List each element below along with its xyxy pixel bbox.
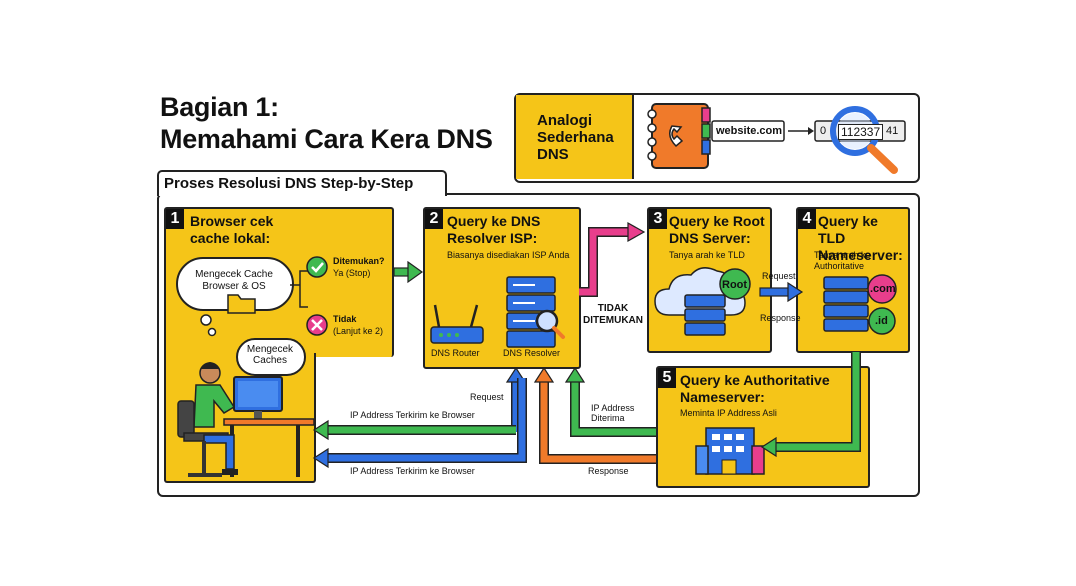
process-header-box [157,170,447,196]
step1-decor [177,256,328,477]
response-label: Response [760,313,801,323]
page-title: Bagian 1: Memahami Cara Kera DNS [160,91,493,155]
step5-subtitle: Meminta IP Address Asli [680,408,777,418]
server-icon [823,276,869,332]
folder-icon [227,294,256,314]
root-label: Root [722,279,748,291]
flow-request: Request [470,392,504,402]
person-at-computer-icon [177,362,315,477]
step1-person-bubble-text: Mengecek Caches [246,344,294,366]
arrow-step2-to-step3 [579,221,646,297]
router-label: DNS Router [431,348,480,358]
step3-number: 3 [649,209,667,229]
flow-response: Response [588,466,629,476]
tld-com-label: .com [870,283,896,295]
step5-number: 5 [658,368,676,388]
step3-decor [654,267,751,336]
request-label: Request [762,271,796,281]
flow-ip-received: IP Address Diterima [591,403,635,423]
tld-id-label: .id [875,315,888,327]
process-header: Proses Resolusi DNS Step-by-Step [164,175,414,192]
arrow-step1-to-step2 [393,260,424,284]
step1-found-title: Ditemukan? [333,256,385,266]
flow-ip-sent-2: IP Address Terkirim ke Browser [350,466,475,476]
arrow-response [533,366,656,464]
step2-decor [430,276,565,348]
title-line1: Bagian 1: [160,92,279,122]
arrow-ip-received [564,366,656,437]
step3-title: Query ke Root DNS Server: [669,213,765,246]
not-found-label: TIDAK DITEMUKAN [583,303,643,326]
step3-subtitle: Tanya arah ke TLD [669,250,745,260]
title-line2: Memahami Cara Kera DNS [160,124,493,154]
step1-notfound-sub: (Lanjut ke 2) [333,326,384,336]
close-icon [306,314,328,336]
step2-title: Query ke DNS Resolver ISP: [447,213,541,246]
flow-ip-sent-1: IP Address Terkirim ke Browser [350,410,475,420]
phonebook-icon [647,103,711,169]
step4-number: 4 [798,209,816,229]
arrow-request-3-to-4 [759,281,804,303]
arrow-ip-sent-1 [312,419,516,441]
step1-notfound-title: Tidak [333,314,357,324]
number-prefix: 0 [820,125,827,137]
number-suffix: 41 [886,125,899,137]
phonebook-entry: website.com [716,125,783,137]
step1-found-sub: Ya (Stop) [333,268,371,278]
check-icon [306,256,328,278]
step4-title: Query ke TLD Nameserver: [818,213,903,263]
resolver-label: DNS Resolver [503,348,561,358]
step1-title: Browser cek cache lokal: [190,213,274,246]
step5-decor [695,427,765,475]
step2-number: 2 [425,209,443,229]
step1-cache-text: Mengecek Cache Browser & OS [195,269,273,292]
step4-subtitle: Tanya arah ke Authoritative [814,250,871,271]
number-highlight: 112337 [838,124,884,140]
step5-title: Query ke Authoritative Nameserver: [680,372,830,405]
arrow-ip-sent-2 [312,378,527,469]
step1-person-bubble [236,338,306,376]
step2-subtitle: Biasanya disediakan ISP Anda [447,250,570,260]
analogy-label: Analogi Sederhana DNS [537,112,614,163]
analogy-label-box [516,95,634,179]
step1-number: 1 [166,209,184,229]
search-icon [535,309,565,339]
router-icon [430,304,484,344]
building-server-icon [695,427,765,475]
step4-decor [823,274,897,335]
server-icon [684,294,726,336]
arrow-step4-to-step5 [760,352,861,458]
